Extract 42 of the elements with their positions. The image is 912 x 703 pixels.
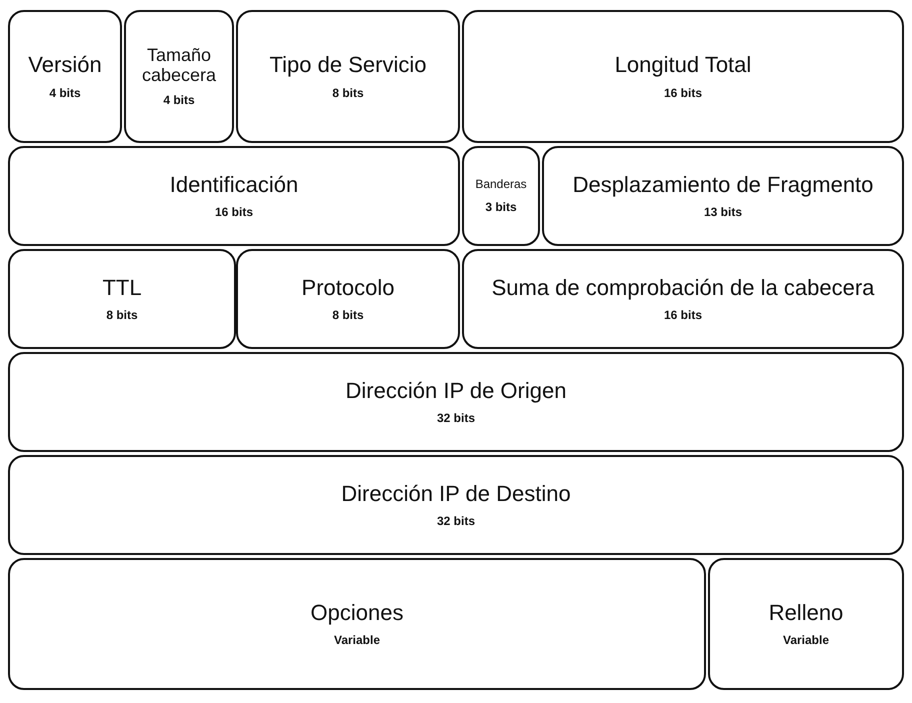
field-size: 16 bits — [664, 308, 702, 322]
field-box — [8, 558, 706, 690]
field-size: 8 bits — [332, 308, 364, 322]
field-size: 16 bits — [214, 205, 253, 220]
field-size: 16 bits — [664, 86, 702, 100]
field-size: 4 bits — [49, 86, 81, 100]
field-name: TTL — [102, 276, 142, 300]
field-name: Tipo de Servicio — [270, 53, 426, 78]
field-box — [236, 10, 460, 143]
field-size: 8 bits — [332, 86, 364, 100]
field-name: Opciones — [310, 600, 404, 626]
field-box — [462, 249, 904, 349]
field-size: 32 bits — [436, 411, 475, 426]
field-name: Protocolo — [302, 276, 394, 300]
field-size: 4 bits — [163, 93, 195, 108]
field-box — [236, 249, 460, 349]
field-name: Suma de comprobación de la cabecera — [492, 276, 874, 300]
field-box — [462, 10, 904, 143]
field-box — [708, 558, 904, 690]
field-box — [124, 10, 234, 143]
field-size: 13 bits — [704, 205, 742, 220]
field-box — [8, 249, 236, 349]
field-box — [8, 352, 904, 452]
field-name: Identificación — [170, 172, 298, 198]
field-size: 32 bits — [436, 514, 475, 528]
field-name: Dirección IP de Origen — [346, 378, 566, 404]
field-name: Dirección IP de Destino — [341, 482, 571, 506]
field-box — [462, 146, 540, 246]
field-name: Longitud Total — [614, 53, 752, 78]
field-box — [8, 10, 122, 143]
field-size: Variable — [782, 633, 830, 648]
field-name: Tamaño cabecera — [140, 46, 218, 86]
field-size: 3 bits — [485, 200, 517, 214]
field-name: Versión — [28, 53, 102, 78]
field-box — [8, 455, 904, 555]
field-name: Banderas — [475, 178, 527, 192]
field-size: Variable — [334, 633, 380, 648]
field-box — [8, 146, 460, 246]
field-name: Desplazamiento de Fragmento — [572, 172, 874, 198]
field-box — [542, 146, 904, 246]
field-size: 8 bits — [106, 308, 138, 322]
field-name: Relleno — [768, 600, 844, 626]
